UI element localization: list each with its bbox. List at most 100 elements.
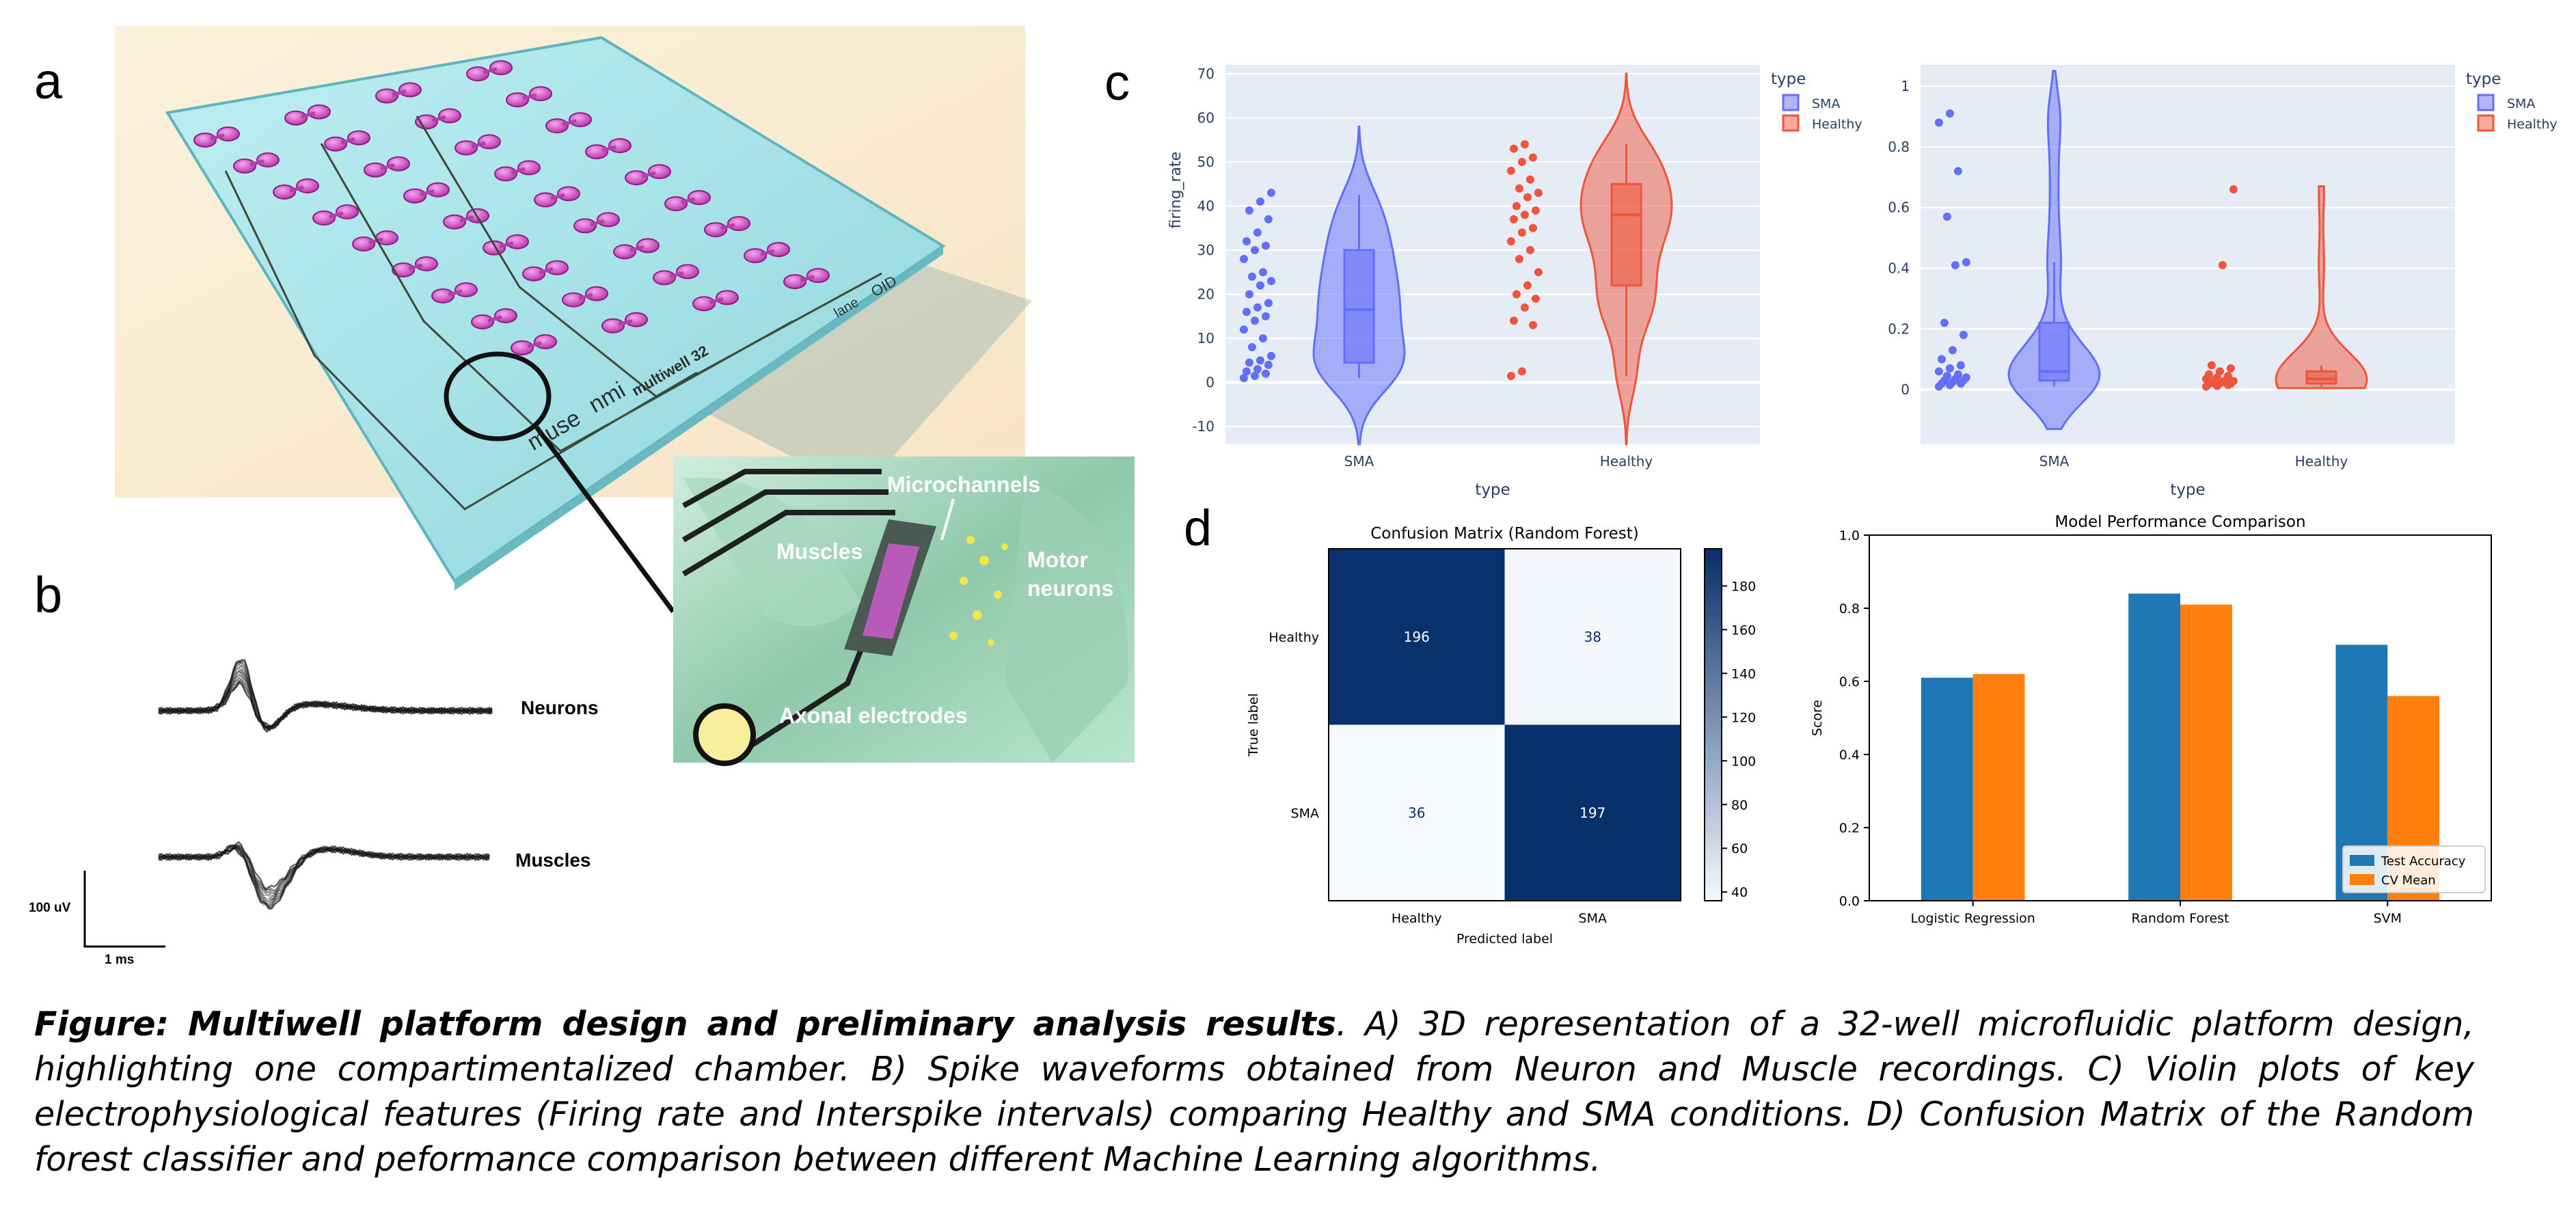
well-left — [664, 196, 688, 212]
waveform-trace — [158, 846, 490, 909]
colorbar-segment — [1705, 888, 1722, 896]
microchannel-arrow — [940, 498, 955, 541]
data-point — [1253, 228, 1262, 237]
data-point — [1953, 167, 1962, 176]
waveform-trace — [158, 663, 493, 729]
data-point — [1247, 272, 1256, 281]
data-point — [1528, 223, 1537, 232]
well-left — [431, 288, 455, 303]
well-left — [704, 222, 727, 238]
legend-swatch — [2350, 874, 2374, 885]
legend-title: type — [1771, 70, 1806, 88]
x-tick-label: Healthy — [1600, 453, 1653, 470]
colorbar-segment — [1705, 648, 1722, 655]
well-left — [352, 236, 375, 251]
data-point — [2226, 364, 2235, 372]
data-point — [1531, 295, 1540, 303]
data-point — [2229, 377, 2238, 385]
waveform-trace — [158, 844, 490, 891]
well-right — [585, 286, 608, 301]
colorbar-segment — [1705, 736, 1722, 744]
colorbar-segment — [1705, 701, 1722, 708]
muscle-cells — [863, 543, 919, 639]
waveform-trace — [158, 668, 493, 731]
y-axis-title: Score — [1810, 700, 1825, 736]
confusion-cell — [1329, 549, 1505, 725]
well-channel — [641, 171, 656, 178]
colorbar-segment — [1705, 760, 1722, 767]
colorbar-segment — [1705, 625, 1722, 632]
wells-array — [193, 60, 830, 355]
waveform-trace — [158, 843, 490, 904]
well-left — [522, 266, 545, 282]
waveform-trace — [158, 670, 493, 730]
well-right — [534, 334, 557, 349]
colorbar-segment — [1705, 590, 1722, 597]
waveform-trace — [158, 673, 493, 729]
confusion-value: 36 — [1408, 804, 1425, 821]
well-left — [233, 159, 256, 174]
data-point — [1526, 175, 1534, 184]
colorbar-segment — [1705, 754, 1722, 761]
bar-test-accuracy — [1921, 677, 1973, 901]
colorbar-segment — [1705, 765, 1722, 773]
colorbar-segment — [1705, 830, 1722, 837]
colorbar-segment — [1705, 836, 1722, 843]
confusion-value: 38 — [1584, 629, 1601, 645]
data-point — [1934, 118, 1943, 127]
well-left — [403, 188, 426, 204]
well-channel — [210, 133, 225, 141]
well — [284, 104, 331, 126]
well-right — [625, 312, 648, 327]
scale-bar-voltage-label: 100 uV — [29, 901, 71, 915]
x-axis-title: type — [1475, 481, 1510, 499]
y-tick-label: 0.8 — [1888, 139, 1910, 155]
colorbar-segment — [1705, 818, 1722, 826]
data-point — [2215, 367, 2224, 376]
well — [744, 242, 790, 264]
colorbar-segment — [1705, 560, 1722, 567]
well-channel — [527, 341, 542, 349]
colorbar-segment — [1705, 742, 1722, 749]
legend-box — [2342, 845, 2486, 893]
well — [403, 182, 450, 204]
well — [573, 212, 620, 234]
y-tick-label: -10 — [1192, 418, 1215, 435]
y-tick-label: 30 — [1197, 242, 1215, 258]
plate-edge — [455, 246, 943, 590]
waveform-trace — [158, 661, 493, 729]
violin-sma — [2007, 70, 2101, 431]
confusion-value: 196 — [1404, 629, 1430, 645]
data-point — [1245, 290, 1253, 299]
model-performance-chart: Model Performance Comparison0.00.20.40.6… — [1810, 513, 2492, 926]
well-left — [625, 170, 648, 186]
data-point — [1520, 210, 1529, 219]
y-tick-label: 70 — [1197, 66, 1215, 82]
inset-label-motor: Motor — [1027, 547, 1088, 572]
waveform-trace — [158, 679, 493, 731]
box-healthy — [2305, 370, 2337, 385]
data-point — [1512, 290, 1521, 299]
well-channel — [408, 263, 423, 271]
well-channel — [301, 111, 316, 119]
well-left — [511, 340, 534, 355]
well-right — [296, 178, 319, 193]
well — [273, 178, 319, 200]
well-right — [398, 82, 422, 98]
well-channel — [669, 271, 684, 278]
colorbar-segment — [1705, 883, 1722, 890]
well-right — [256, 152, 280, 167]
muscle-waveforms — [158, 841, 490, 911]
x-tick-label: SMA — [1344, 453, 1374, 470]
well-channel — [760, 249, 775, 256]
colorbar-segment — [1705, 865, 1722, 873]
caption-title: Figure: Multiwell platform design and pr… — [34, 1005, 1336, 1044]
well-right — [415, 256, 438, 271]
colorbar-segment — [1705, 707, 1722, 714]
colorbar-segment — [1705, 566, 1722, 573]
colorbar-segment — [1705, 642, 1722, 649]
colorbar-tick-label: 40 — [1731, 885, 1748, 900]
well-left — [585, 144, 608, 160]
well-left — [653, 270, 676, 286]
bar-cv-mean — [1972, 674, 2025, 901]
